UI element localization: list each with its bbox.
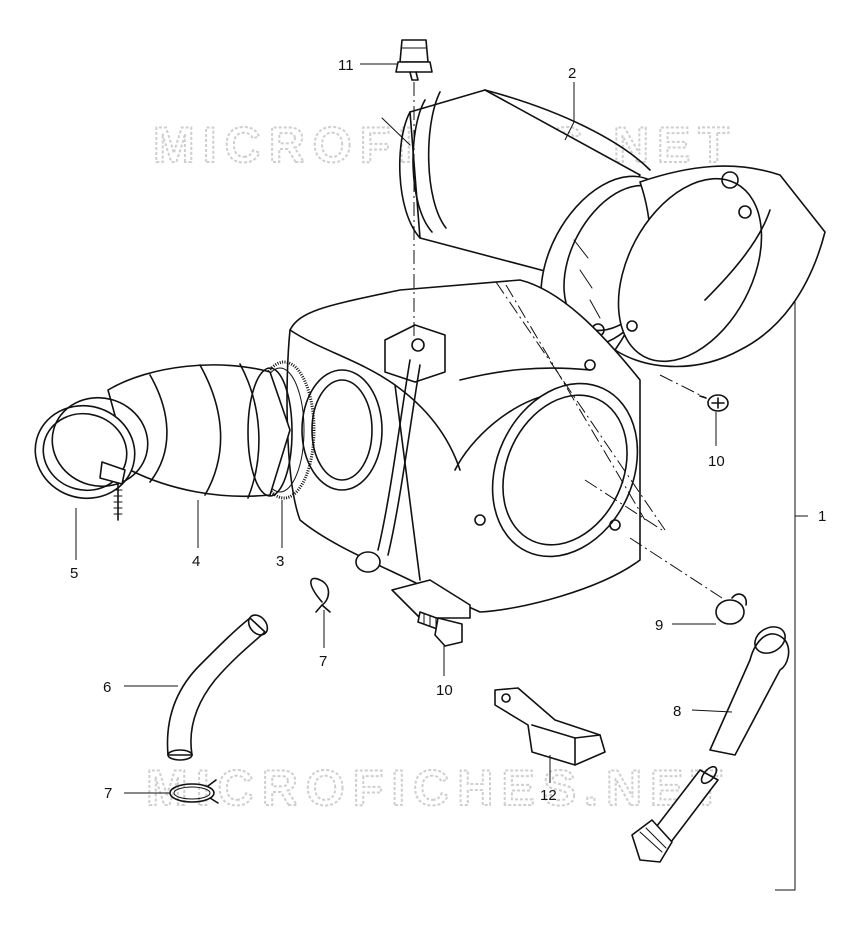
part-6-hose bbox=[166, 614, 269, 761]
label-part-9: 9 bbox=[655, 617, 663, 634]
label-part-11: 11 bbox=[338, 57, 354, 74]
part-8-drain-hose bbox=[631, 626, 790, 863]
leader-lines bbox=[75, 63, 733, 794]
part-11-bolt bbox=[395, 39, 433, 81]
part-5-clamp bbox=[34, 396, 149, 521]
label-part-2: 2 bbox=[568, 65, 576, 82]
label-part-6: 6 bbox=[103, 679, 111, 696]
label-part-7-lower: 7 bbox=[104, 785, 112, 802]
part-9-clip bbox=[715, 593, 748, 625]
label-part-8: 8 bbox=[673, 703, 681, 720]
label-part-3: 3 bbox=[276, 553, 284, 570]
part-10-bolt-lower bbox=[417, 611, 463, 647]
part-4-intake-pipe bbox=[107, 363, 293, 499]
part-10-screw-upper bbox=[699, 394, 729, 412]
label-part-12: 12 bbox=[540, 787, 557, 804]
air-cleaner-cap bbox=[540, 165, 826, 368]
label-part-5: 5 bbox=[70, 565, 78, 582]
part-7-clip-upper bbox=[310, 577, 331, 613]
part-12-bracket bbox=[494, 687, 606, 766]
label-part-10-lower: 10 bbox=[436, 682, 453, 699]
label-part-7-upper: 7 bbox=[319, 653, 327, 670]
alignment-lines bbox=[413, 82, 723, 599]
label-part-4: 4 bbox=[192, 553, 200, 570]
label-part-10-upper: 10 bbox=[708, 453, 725, 470]
assembly-bracket-1 bbox=[775, 301, 808, 891]
watermark-bottom: MICROFICHES.NET bbox=[146, 760, 730, 816]
label-part-1: 1 bbox=[818, 508, 826, 525]
